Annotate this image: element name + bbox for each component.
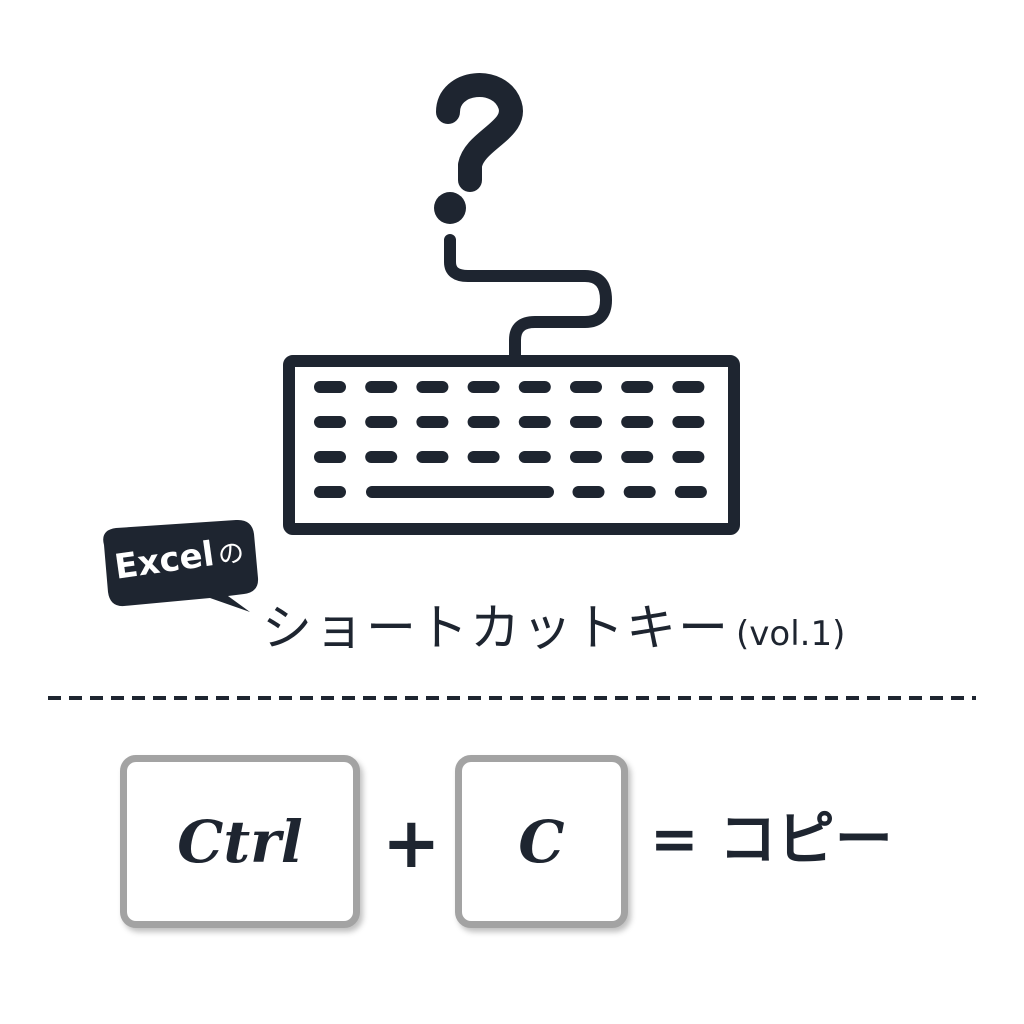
ctrl-key-label: Ctrl [177,807,303,876]
shortcut-result: = コピー [650,805,893,873]
keyboard-keys [314,381,707,498]
question-mark-icon [434,73,523,224]
plus-sign: + [382,802,441,884]
particle-text: の [216,537,247,572]
title-main: ショートカットキー [262,599,730,657]
keyboard-cable [444,234,612,364]
title-volume: (vol.1) [736,614,846,654]
c-key: C [455,755,628,928]
c-key-label: C [518,807,565,876]
ctrl-key: Ctrl [120,755,360,928]
page-title: ショートカットキー(vol.1) [262,588,845,660]
